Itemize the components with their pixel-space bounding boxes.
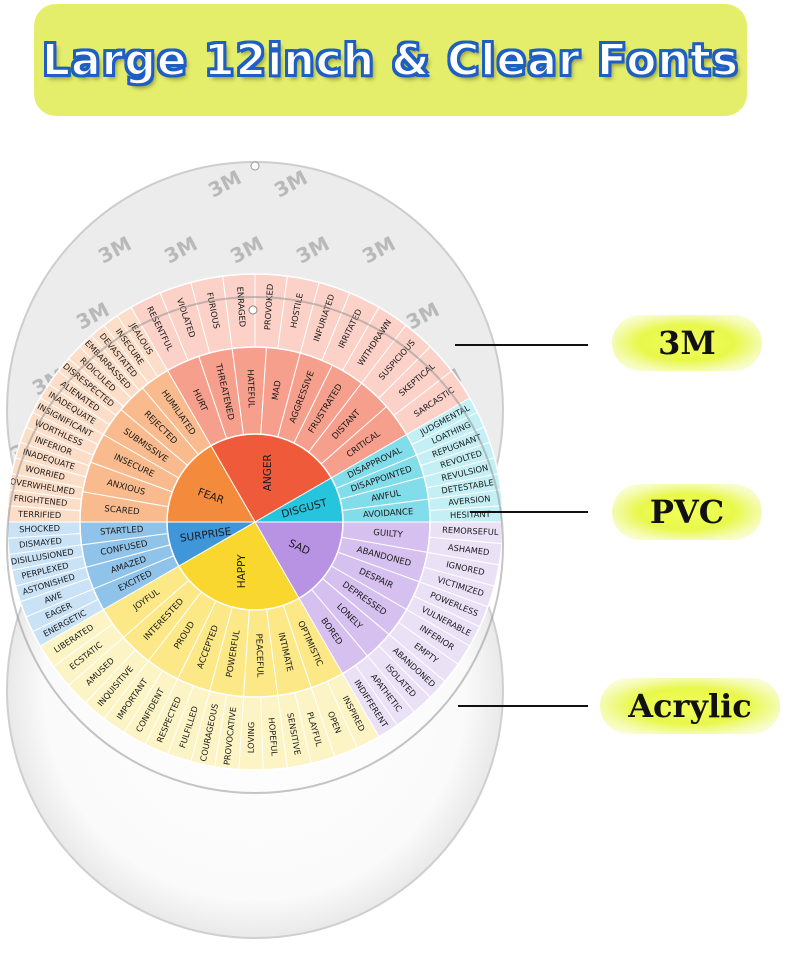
middle-emotion-label: STARTLED [100,525,144,538]
middle-emotion-label: GUILTY [373,528,404,541]
middle-emotion-label: MAD [271,379,284,401]
outer-emotion-label: SHOCKED [19,523,60,534]
title-banner: Large 12inch & Clear Fonts [34,4,747,116]
wheel-hole [248,305,258,315]
outer-emotion-label: DISMAYED [19,536,63,550]
outer-emotion-label: AVERSION [448,493,491,507]
core-emotion-label: ANGER [262,454,274,491]
outer-emotion-label: PROVOKED [262,284,275,331]
outer-emotion-label: LOVING [246,722,257,754]
outer-emotion-label: TERRIFIED [17,509,61,520]
middle-emotion-label: PEACEFUL [253,633,264,677]
middle-emotion-label: SCARED [104,504,140,517]
pvc-disc-edge [6,296,504,794]
middle-emotion-label: HATEFUL [245,369,256,408]
label-3m: 3M [612,315,762,371]
ring-outline [79,346,431,698]
hanging-hole [250,161,260,171]
outer-emotion-label: REMORSEFUL [442,525,499,537]
label-acrylic: Acrylic [600,678,780,734]
label-pvc: PVC [612,484,762,540]
outer-emotion-label: HESITANT [450,509,492,520]
banner-title: Large 12inch & Clear Fonts [41,34,740,87]
outer-emotion-label: HOPEFUL [267,717,280,757]
ring-outline [6,273,504,771]
ring-outline [166,433,344,611]
core-emotion-label: HAPPY [236,554,248,589]
middle-emotion-label: AVOIDANCE [363,507,414,520]
